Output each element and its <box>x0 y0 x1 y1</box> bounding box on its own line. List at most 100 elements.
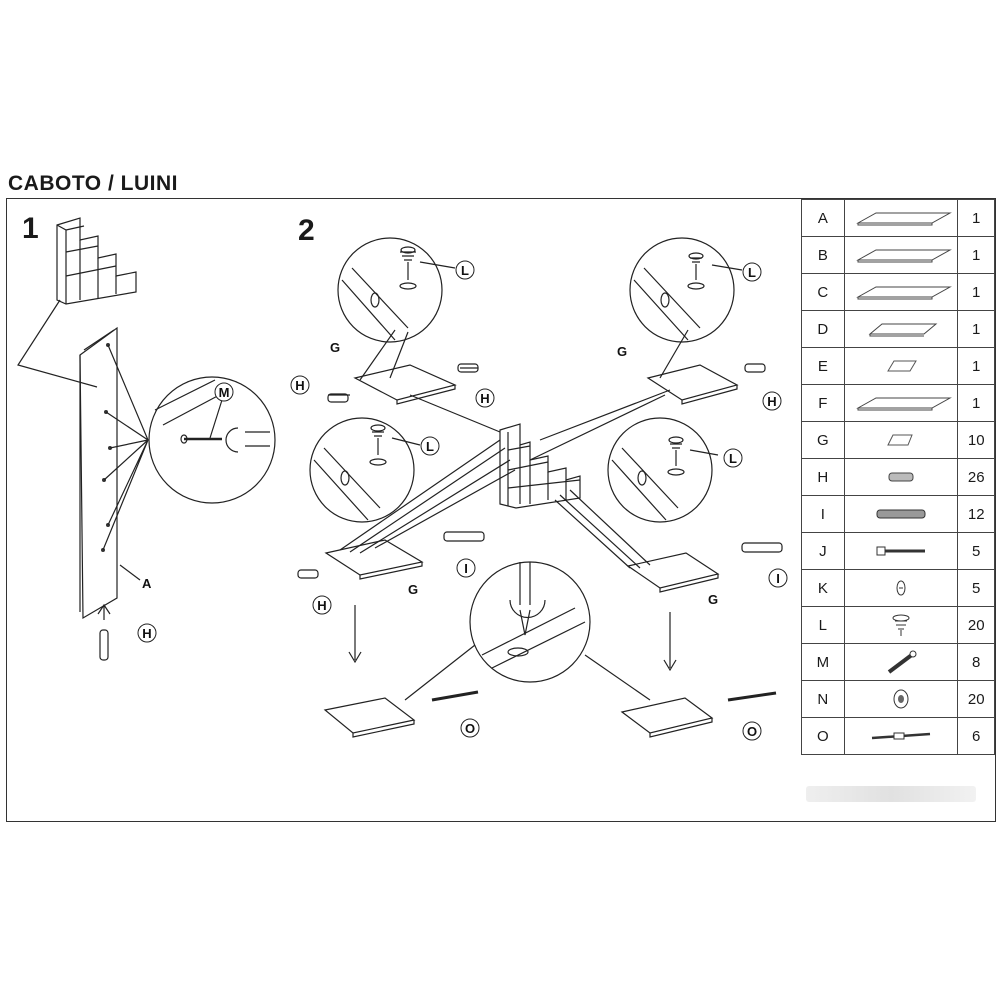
part-letter: H <box>801 458 845 496</box>
callout-labels: M A H L L L L G G G G H H H H I I O <box>137 260 788 741</box>
part-letter: I <box>801 495 845 533</box>
part-quantity: 1 <box>957 236 995 274</box>
shelf-unit-center <box>500 423 581 509</box>
part-letter: N <box>801 680 845 718</box>
shelf-bottom-right <box>620 691 777 738</box>
detail-circle-l-mid-right <box>607 417 713 523</box>
part-quantity: 5 <box>957 532 995 570</box>
callout-h-2: H <box>475 388 495 408</box>
detail-circle-bottom <box>469 561 591 683</box>
wood-dowel-icon <box>843 458 959 496</box>
detail-circle-l-top-right <box>629 237 735 343</box>
part-letter: D <box>801 310 845 348</box>
callout-h-1: H <box>290 375 310 395</box>
part-quantity: 5 <box>957 569 995 607</box>
dowel-i <box>741 542 783 553</box>
part-letter: A <box>801 199 845 237</box>
shelf-bottom-left <box>323 690 479 738</box>
leader-line <box>689 449 719 456</box>
callout-g-4: G <box>708 592 718 607</box>
leader-lines <box>102 344 149 551</box>
svg-text:I: I <box>464 561 468 576</box>
leader-line <box>711 264 743 271</box>
part-quantity: 1 <box>957 199 995 237</box>
svg-text:H: H <box>295 378 304 393</box>
svg-text:H: H <box>142 626 151 641</box>
parts-row-i: I 12 <box>801 495 995 533</box>
shelf-top-left <box>328 329 478 405</box>
callout-a: A <box>142 576 152 591</box>
part-quantity: 12 <box>957 495 995 533</box>
leader-line <box>119 564 141 581</box>
callout-l-2: L <box>742 262 762 282</box>
watermark-blur <box>806 786 976 802</box>
arrow-down-right <box>663 612 677 672</box>
dowel-h <box>327 393 349 403</box>
part-letter: O <box>801 717 845 755</box>
callout-i-2: I <box>768 568 788 588</box>
long-panel-icon <box>843 199 959 237</box>
leader-line <box>409 394 501 433</box>
dowel-h <box>744 363 766 373</box>
part-letter: J <box>801 532 845 570</box>
part-quantity: 1 <box>957 384 995 422</box>
detail-circle-l-mid-left <box>309 417 415 523</box>
part-quantity: 1 <box>957 310 995 348</box>
pin-icon <box>843 717 959 755</box>
small-shelf-icon <box>843 421 959 459</box>
detail-circle-m <box>148 376 276 504</box>
screw-icon <box>843 532 959 570</box>
svg-text:H: H <box>767 394 776 409</box>
part-quantity: 8 <box>957 643 995 681</box>
dowel-h <box>97 603 111 661</box>
svg-text:G: G <box>408 582 418 597</box>
shelf-mid-right <box>554 489 720 593</box>
leader-line <box>209 399 223 439</box>
part-letter: F <box>801 384 845 422</box>
long-panel-icon <box>843 236 959 274</box>
long-panel-icon <box>843 384 959 422</box>
callout-g-2: G <box>617 344 627 359</box>
svg-text:G: G <box>708 592 718 607</box>
svg-text:I: I <box>776 571 780 586</box>
step-number-2: 2 <box>298 214 315 247</box>
callout-l-4: L <box>723 448 743 468</box>
callout-l-3: L <box>420 436 440 456</box>
side-panel-a <box>79 326 118 620</box>
svg-text:O: O <box>747 724 757 739</box>
part-letter: L <box>801 606 845 644</box>
leader-line <box>17 299 98 388</box>
part-letter: B <box>801 236 845 274</box>
cam-lock-icon <box>843 569 959 607</box>
part-quantity: 26 <box>957 458 995 496</box>
svg-text:G: G <box>617 344 627 359</box>
callout-m: M <box>214 382 234 402</box>
leader-line <box>391 437 421 446</box>
dowel-h <box>297 569 319 579</box>
shelf-mid-left <box>324 439 516 580</box>
shelf-top-right <box>646 329 739 405</box>
svg-text:A: A <box>142 576 152 591</box>
page-title: CABOTO / LUINI <box>8 172 178 195</box>
svg-text:L: L <box>729 451 737 466</box>
part-quantity: 1 <box>957 273 995 311</box>
diagram-frame <box>6 198 996 822</box>
leader-line <box>404 644 651 701</box>
callout-h-step1: H <box>137 623 157 643</box>
svg-text:G: G <box>330 340 340 355</box>
callout-g-3: G <box>408 582 418 597</box>
svg-text:L: L <box>748 265 756 280</box>
callout-o-2: O <box>742 721 762 741</box>
part-letter: C <box>801 273 845 311</box>
